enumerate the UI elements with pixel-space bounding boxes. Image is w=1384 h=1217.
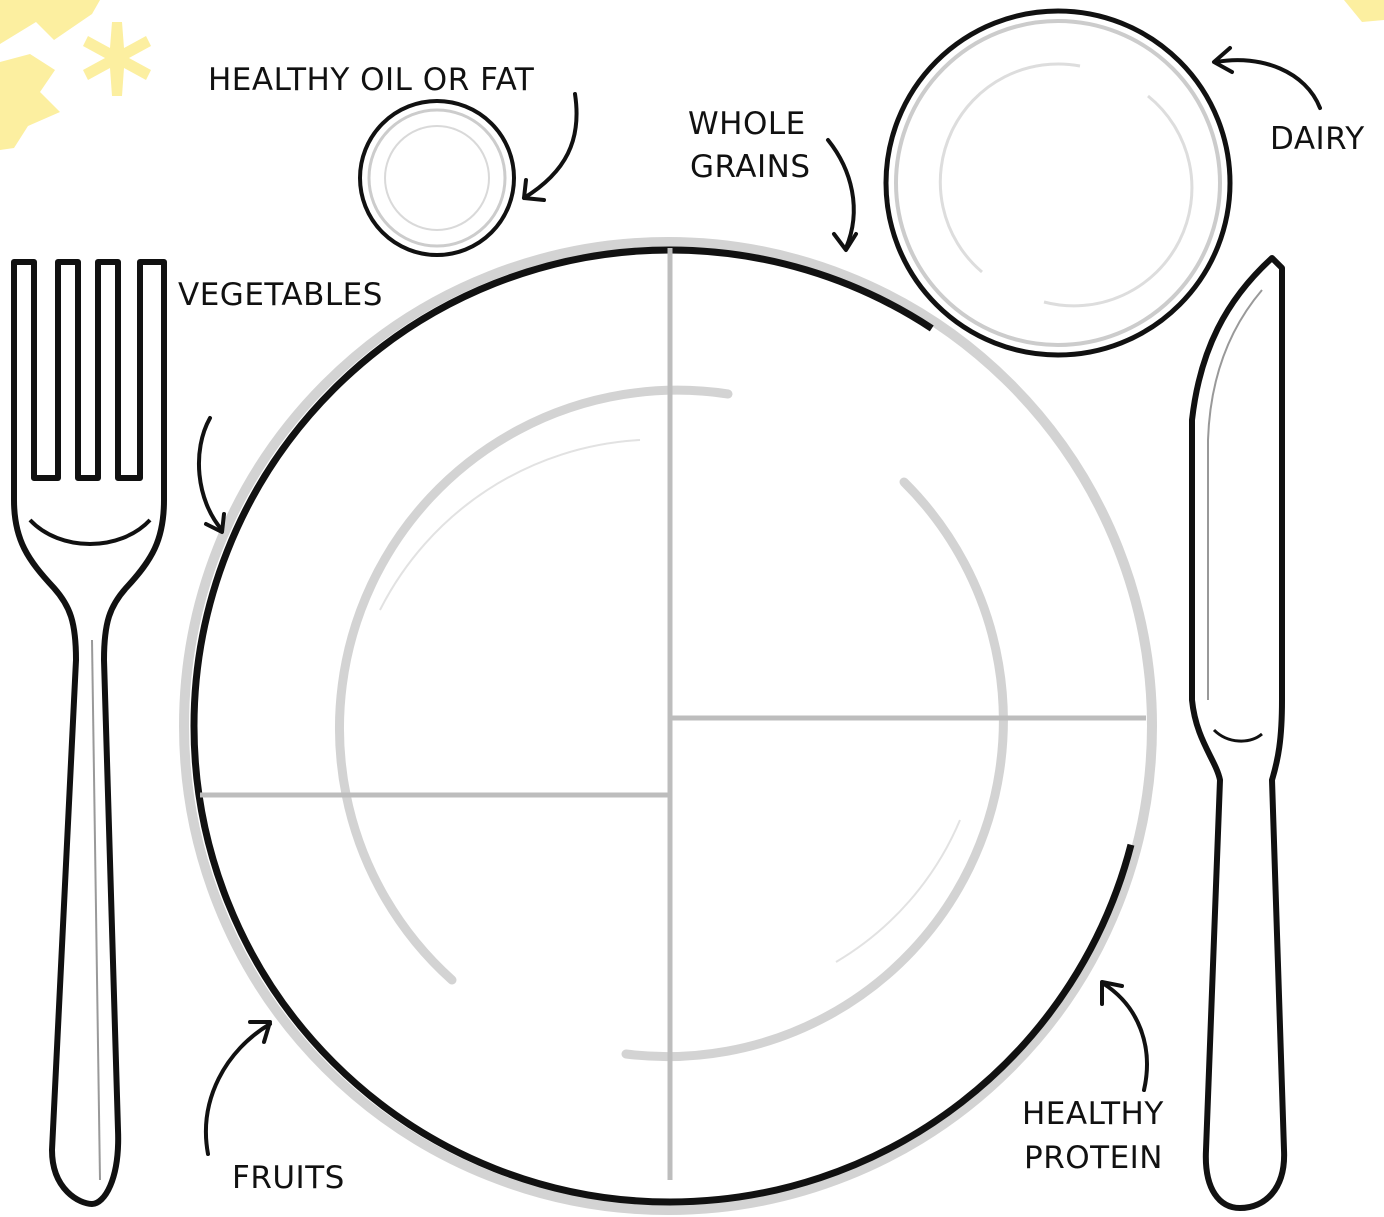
arrow-fruits <box>206 1024 270 1154</box>
dairy-plate <box>886 11 1230 355</box>
arrow-dairy <box>1216 60 1320 108</box>
label-dairy: DAIRY <box>1270 121 1365 157</box>
label-protein: PROTEIN <box>1024 1140 1163 1176</box>
label-grains: GRAINS <box>690 149 811 185</box>
arrow-protein <box>1104 984 1147 1090</box>
arrow-grains <box>828 140 854 248</box>
label-vegetables: VEGETABLES <box>178 277 383 313</box>
arrow-vegetables <box>199 418 222 530</box>
knife-icon <box>1192 258 1284 1208</box>
fork-icon <box>14 262 164 1204</box>
label-healthy-oil: HEALTHY OIL OR FAT <box>208 62 535 98</box>
oil-dish <box>360 101 514 255</box>
label-healthy: HEALTHY <box>1022 1096 1164 1132</box>
label-fruits: FRUITS <box>232 1160 345 1196</box>
label-whole: WHOLE <box>688 106 806 142</box>
arrow-oil <box>524 94 577 198</box>
